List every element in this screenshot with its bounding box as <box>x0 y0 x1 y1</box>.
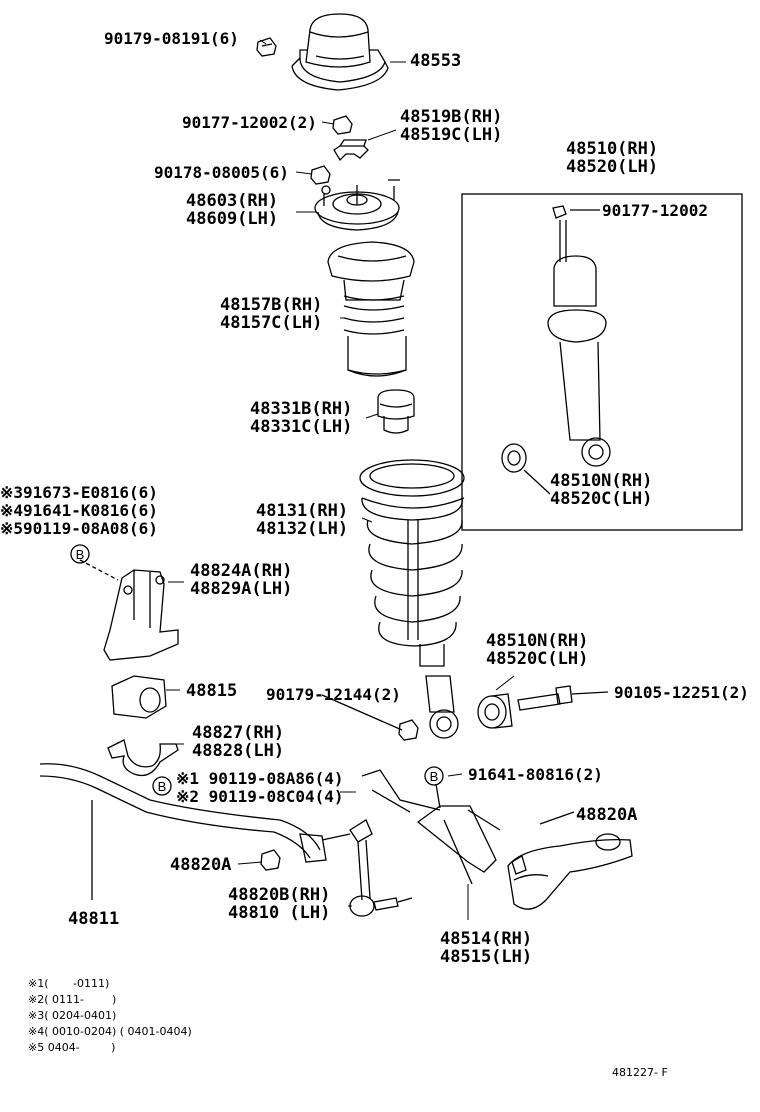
nut-2 <box>332 115 353 135</box>
callout-b2: B <box>152 776 172 796</box>
mount-48603 <box>314 179 400 231</box>
label-48510N: 48510N(RH)48520C(LH) <box>486 631 589 669</box>
shock-absorber-box <box>461 193 743 531</box>
label-91673-group: ※391673-E0816(6)※491641-K0816(6)※590119-… <box>0 483 158 538</box>
upper-support-cushion <box>291 13 389 91</box>
label-90179-12144: 90179-12144(2) <box>266 685 401 704</box>
label-48157: 48157B(RH)48157C(LH) <box>220 295 323 333</box>
label-90178-08005: 90178-08005(6) <box>154 163 289 182</box>
bracket-48827 <box>107 739 179 777</box>
nut-48820A-left <box>260 849 281 871</box>
bushing-48815 <box>111 675 167 719</box>
svg-text:B: B <box>76 547 85 562</box>
dust-boot <box>327 241 415 377</box>
label-90177-12002: 90177-12002(2) <box>182 113 317 132</box>
bolt-12251 <box>517 685 609 711</box>
footnote-4: ※4( 0010-0204) ( 0401-0404) <box>28 1025 192 1038</box>
bushing-lower <box>477 693 513 729</box>
svg-text:B: B <box>430 769 439 784</box>
label-48824A: 48824A(RH)48829A(LH) <box>190 561 293 599</box>
label-91641-80816: 91641-80816(2) <box>468 765 603 784</box>
label-48815: 48815 <box>186 681 238 701</box>
lower-arm <box>507 811 633 910</box>
label-48811: 48811 <box>68 909 120 929</box>
label-90177-12002-b: 90177-12002 <box>602 201 708 220</box>
nut-3 <box>310 165 331 195</box>
label-48331: 48331B(RH)48331C(LH) <box>250 399 353 437</box>
footnote-3: ※3( 0204-0401) <box>28 1009 117 1022</box>
stabilizer-bar <box>39 763 327 900</box>
footnote-1: ※1( -0111) <box>28 977 110 990</box>
label-48510N-box: 48510N(RH)48520C(LH) <box>550 471 653 509</box>
label-48827: 48827(RH)48828(LH) <box>192 723 285 761</box>
label-48131: 48131(RH)48132(LH) <box>256 501 349 539</box>
stabilizer-link <box>321 819 413 917</box>
footnote-5: ※5 0404- ) <box>28 1041 116 1054</box>
leader-lines <box>164 39 515 920</box>
coil-spring <box>359 459 465 647</box>
bracket-48519 <box>333 139 369 162</box>
label-48603: 48603(RH)48609(LH) <box>186 191 279 229</box>
label-48820A-right: 48820A <box>576 805 638 825</box>
label-48514: 48514(RH)48515(LH) <box>440 929 533 967</box>
label-48519: 48519B(RH)48519C(LH) <box>400 107 503 145</box>
strut-lower <box>419 644 459 739</box>
nut-12144 <box>321 694 419 741</box>
diagram-reference: 481227- F <box>612 1066 668 1079</box>
label-48820A-left: 48820A <box>170 855 232 875</box>
footnote-2: ※2( 0111- ) <box>28 993 117 1006</box>
svg-text:B: B <box>158 779 167 794</box>
label-48820B: 48820B(RH)48810 (LH) <box>228 885 331 923</box>
label-48510: 48510(RH)48520(LH) <box>566 139 659 177</box>
label-90105-12251: 90105-12251(2) <box>614 683 749 702</box>
knuckle-bracket <box>361 769 501 885</box>
nut-top <box>256 37 277 57</box>
callout-b3: B <box>424 766 444 786</box>
label-90179-08191: 90179-08191(6) <box>104 29 239 48</box>
label-90119-group: ※1 90119-08A86(4)※2 90119-08C04(4) <box>176 769 344 806</box>
callout-b1: B <box>70 544 90 564</box>
bracket-48824A <box>79 559 179 661</box>
label-48553: 48553 <box>410 51 462 71</box>
bump-stopper <box>377 389 415 434</box>
